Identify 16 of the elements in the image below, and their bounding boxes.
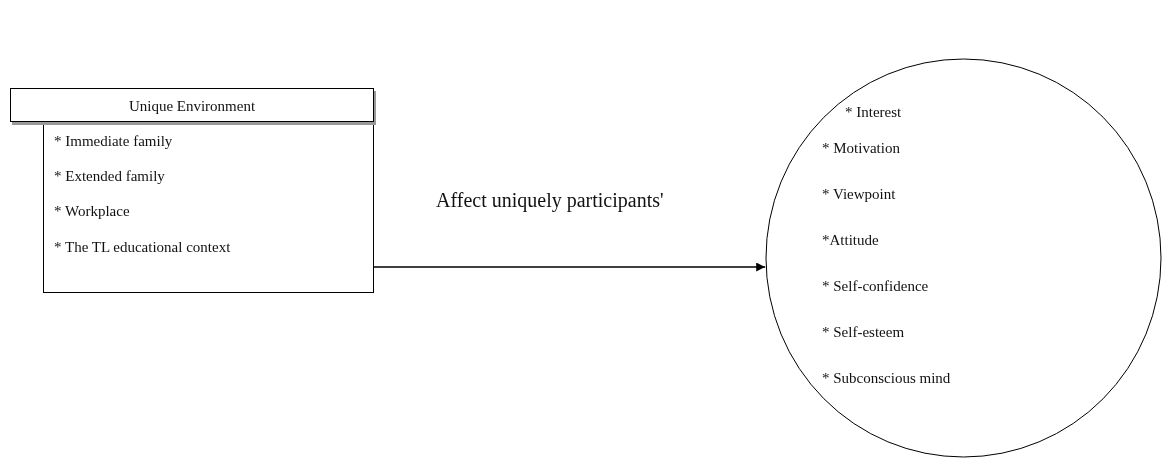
ellipse-node <box>765 58 1162 458</box>
list-item: *Attitude <box>822 231 879 249</box>
edge-label: Affect uniquely participants' <box>436 189 664 212</box>
list-item: * Viewpoint <box>822 185 896 203</box>
box-heading: Unique Environment <box>127 97 257 115</box>
list-item: * Subconscious mind <box>822 369 951 387</box>
arrow <box>373 262 766 272</box>
list-item: * Self-confidence <box>822 277 929 295</box>
list-item: * The TL educational context <box>54 238 231 256</box>
header-box <box>10 88 374 122</box>
list-item: * Extended family <box>54 167 165 185</box>
list-item: * Immediate family <box>54 132 173 150</box>
list-item: * Workplace <box>54 202 130 220</box>
list-item: * Motivation <box>822 139 900 157</box>
list-item: * Self-esteem <box>822 323 905 341</box>
list-item: * Interest <box>845 103 902 121</box>
